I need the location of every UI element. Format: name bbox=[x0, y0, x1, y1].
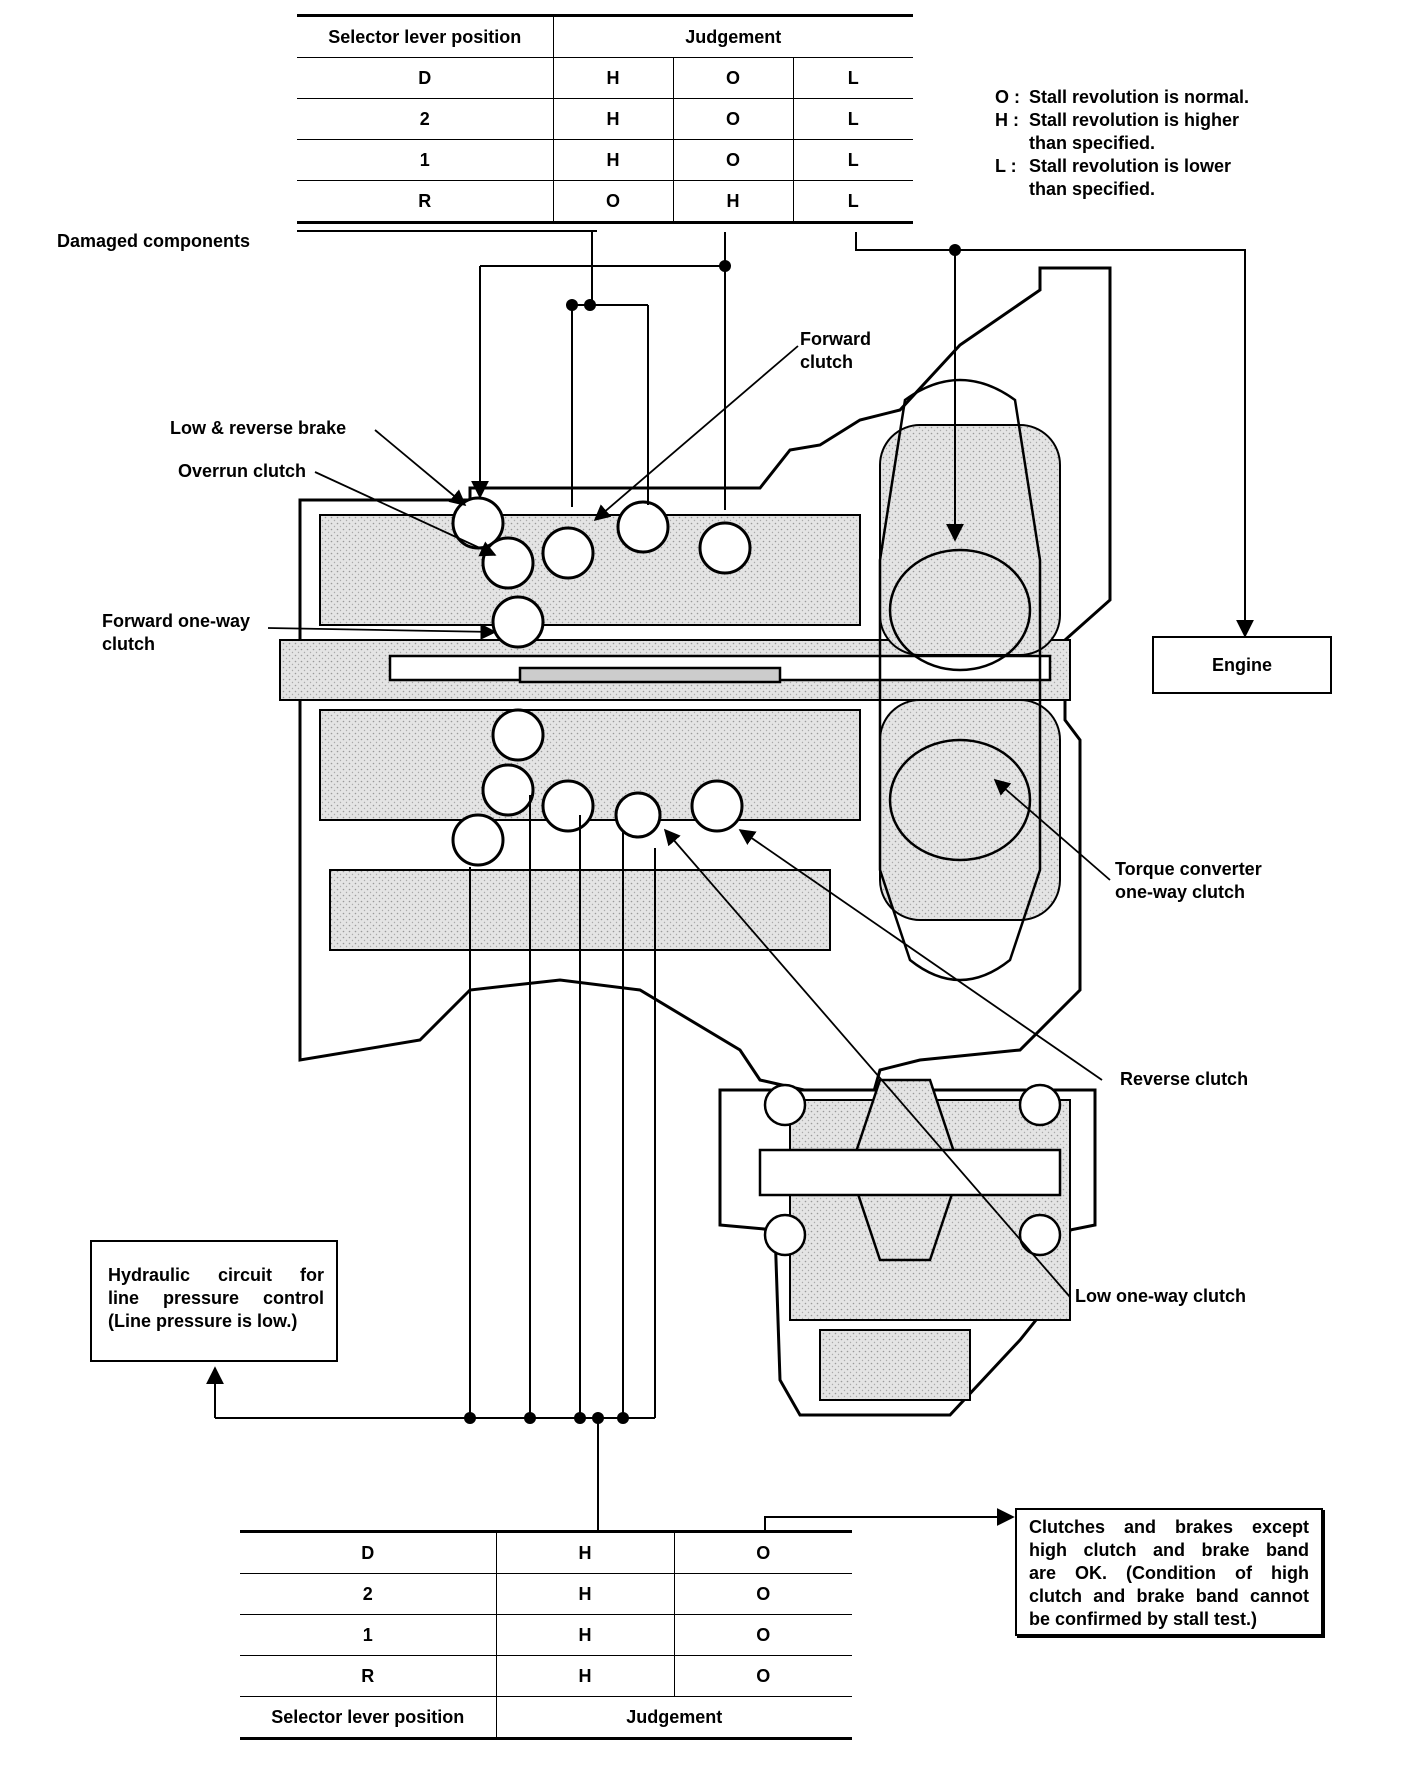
damaged-components-label: Damaged components bbox=[57, 231, 251, 251]
row-position: 2 bbox=[297, 98, 553, 140]
top-table-header: Selector lever position Judgement bbox=[297, 14, 913, 58]
row-o: O bbox=[672, 57, 793, 99]
header-selector-position: Selector lever position bbox=[297, 14, 553, 58]
forward-one-way-clutch-label: Forward one-way clutch bbox=[102, 610, 250, 656]
footer-judgement: Judgement bbox=[495, 1696, 852, 1740]
forward-clutch-label: Forward clutch bbox=[800, 328, 871, 374]
row-h: H bbox=[495, 1573, 674, 1615]
row-l: L bbox=[792, 139, 913, 181]
table-row: 1 H O L bbox=[297, 139, 913, 181]
box-line: (Line pressure is low.) bbox=[108, 1311, 298, 1331]
row-o: O bbox=[672, 98, 793, 140]
legend-item: H : Stall revolution is higher than speci… bbox=[995, 109, 1249, 155]
header-judgement: Judgement bbox=[552, 14, 913, 58]
reverse-clutch-label: Reverse clutch bbox=[1120, 1069, 1249, 1089]
row-o: O bbox=[673, 1573, 852, 1615]
box-line: Clutches and brakes except bbox=[1029, 1517, 1309, 1537]
legend-symbol: L : bbox=[995, 156, 1017, 176]
label-line: one-way clutch bbox=[1115, 882, 1246, 902]
engine-box: Engine bbox=[1152, 636, 1332, 694]
overrun-clutch-label: Overrun clutch bbox=[178, 461, 307, 481]
table-row: 2 H O L bbox=[297, 98, 913, 140]
row-o: H bbox=[672, 180, 793, 224]
label-line: clutch bbox=[800, 352, 854, 372]
legend-item: L : Stall revolution is lower than specif… bbox=[995, 155, 1249, 201]
row-h: H bbox=[552, 139, 673, 181]
row-l: L bbox=[792, 180, 913, 224]
table-row: 1 H O bbox=[240, 1614, 852, 1656]
label-line: Torque converter bbox=[1115, 859, 1262, 879]
box-line: be confirmed by stall test.) bbox=[1029, 1609, 1258, 1629]
clutches-ok-box: Clutches and brakes except high clutch a… bbox=[1015, 1508, 1323, 1636]
row-position: 2 bbox=[240, 1573, 496, 1615]
legend-text: than specified. bbox=[1029, 133, 1156, 153]
row-h: H bbox=[552, 57, 673, 99]
legend-text: Stall revolution is higher bbox=[1029, 110, 1240, 130]
row-h: H bbox=[552, 98, 673, 140]
row-position: R bbox=[240, 1655, 496, 1697]
torque-converter-one-way-clutch-label: Torque converter one-way clutch bbox=[1115, 858, 1262, 904]
row-o: O bbox=[673, 1614, 852, 1656]
row-position: D bbox=[240, 1530, 496, 1574]
bottom-table-footer: Selector lever position Judgement bbox=[240, 1696, 852, 1740]
engine-label: Engine bbox=[1211, 654, 1272, 675]
label-line: Forward bbox=[800, 329, 872, 349]
box-line: line pressure control bbox=[108, 1288, 324, 1308]
leader-lines bbox=[267, 345, 1111, 1298]
row-h: H bbox=[495, 1530, 674, 1574]
low-reverse-brake-label: Low & reverse brake bbox=[170, 418, 347, 438]
box-line: Hydraulic circuit for bbox=[108, 1265, 324, 1285]
differential-gears bbox=[758, 1078, 1062, 1262]
box-line: high clutch and brake band bbox=[1029, 1540, 1309, 1560]
table-row: D H O bbox=[240, 1530, 852, 1574]
row-position: D bbox=[297, 57, 553, 99]
table-row: 2 H O bbox=[240, 1573, 852, 1615]
row-o: O bbox=[673, 1655, 852, 1697]
row-l: L bbox=[792, 98, 913, 140]
junction-dots bbox=[464, 244, 961, 1424]
box-line: are OK. (Condition of high bbox=[1029, 1563, 1309, 1583]
row-h: H bbox=[495, 1614, 674, 1656]
legend-symbol: O : bbox=[995, 87, 1020, 107]
component-markers bbox=[451, 496, 752, 867]
label-line: Forward one-way bbox=[102, 611, 251, 631]
row-o: O bbox=[672, 139, 793, 181]
row-position: R bbox=[297, 180, 553, 224]
torque-converter bbox=[878, 378, 1042, 982]
top-stall-table: Selector lever position Judgement D H O … bbox=[297, 14, 913, 224]
footer-selector-position: Selector lever position bbox=[240, 1696, 496, 1740]
row-position: 1 bbox=[240, 1614, 496, 1656]
low-one-way-clutch-label: Low one-way clutch bbox=[1075, 1286, 1247, 1306]
row-h: O bbox=[552, 180, 673, 224]
legend-text: than specified. bbox=[1029, 179, 1156, 199]
row-o: O bbox=[673, 1530, 852, 1574]
row-h: H bbox=[495, 1655, 674, 1697]
bottom-stall-table: D H O 2 H O 1 H O R H O Selector lever p… bbox=[240, 1530, 852, 1740]
damaged-components-rule bbox=[297, 230, 597, 232]
legend-text: Stall revolution is normal. bbox=[1029, 87, 1250, 107]
legend-item: O : Stall revolution is normal. bbox=[995, 86, 1249, 109]
legend-text: Stall revolution is lower bbox=[1029, 156, 1232, 176]
internal-sections bbox=[279, 424, 1071, 1401]
row-position: 1 bbox=[297, 139, 553, 181]
legend-symbol: H : bbox=[995, 110, 1019, 130]
box-line: clutch and brake band cannot bbox=[1029, 1586, 1309, 1606]
legend: O : Stall revolution is normal. H : Stal… bbox=[995, 86, 1249, 201]
row-l: L bbox=[792, 57, 913, 99]
hydraulic-circuit-box: Hydraulic circuit for line pressure cont… bbox=[90, 1240, 338, 1362]
label-line: clutch bbox=[102, 634, 156, 654]
table-row: R O H L bbox=[297, 180, 913, 224]
connector-lines bbox=[206, 232, 1254, 1530]
table-row: R H O bbox=[240, 1655, 852, 1697]
table-row: D H O L bbox=[297, 57, 913, 99]
